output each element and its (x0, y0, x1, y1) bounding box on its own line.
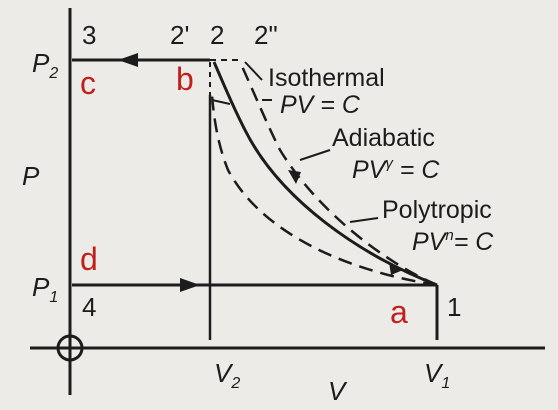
leader-adiabatic (299, 149, 331, 161)
v-axis-label: V (328, 376, 348, 406)
point-2-label: 2 (210, 20, 224, 50)
adiabatic-curve (238, 61, 438, 287)
polytropic-arrow-lower (389, 262, 403, 275)
isothermal-label: Isothermal (268, 64, 385, 92)
p2-label: P2 (32, 48, 58, 82)
v1-label: V1 (424, 358, 450, 392)
overlay-letter-d: d (80, 241, 98, 277)
origin-marker (56, 334, 84, 362)
isothermal-equation: PV = C (280, 91, 361, 119)
point-2prime-label: 2' (170, 20, 189, 50)
polytropic-label: Polytropic (382, 196, 492, 224)
isothermal-curve (210, 94, 438, 287)
arrow-2-3 (118, 53, 138, 67)
polytropic-curve (212, 61, 438, 287)
leader-pv (211, 99, 272, 105)
leader-isothermal (244, 61, 263, 81)
p1-label: P1 (32, 272, 58, 306)
v2-label: V2 (214, 358, 240, 392)
point-2dprime-label: 2" (254, 20, 278, 50)
point-1-label: 1 (447, 292, 461, 322)
adiabatic-label: Adiabatic (332, 124, 435, 152)
leader-polytropic (349, 217, 379, 223)
overlay-letter-c: c (80, 65, 96, 101)
polytropic-equation: PVn= C (412, 227, 494, 256)
arrow-4-1 (180, 278, 200, 292)
p-axis-label: P (22, 161, 40, 191)
point-3-label: 3 (82, 20, 96, 50)
adiabatic-equation: PVγ = C (352, 155, 440, 184)
point-4-label: 4 (82, 292, 96, 322)
overlay-letter-b: b (176, 61, 194, 97)
overlay-letter-a: a (390, 294, 408, 330)
